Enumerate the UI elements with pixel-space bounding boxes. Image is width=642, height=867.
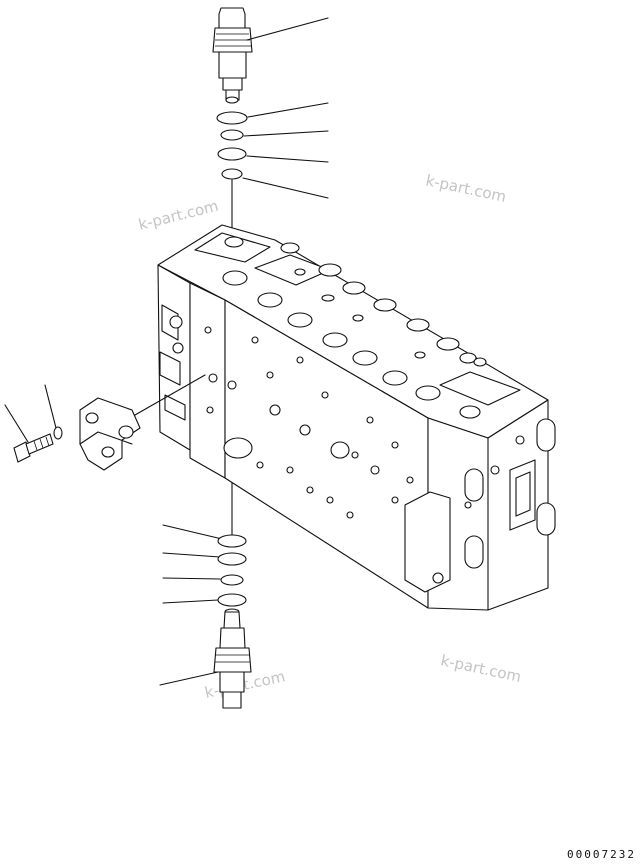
lower-o-ring-2 [217,552,247,566]
lower-backup-ring [220,574,244,586]
upper-o-ring-3 [221,168,243,180]
upper-seal-rings [216,111,248,180]
leader-lines [4,17,329,686]
control-valve-block [157,224,556,611]
watermark-1: k-part.com [137,197,221,234]
end-cap-plugs [464,418,556,569]
watermark-2: k-part.com [424,171,508,206]
flange [79,397,141,471]
top-face-ports [222,236,487,419]
upper-backup-ring [220,129,244,141]
lower-o-ring-1 [217,534,247,548]
upper-o-ring-2 [217,147,247,161]
lower-valve-cartridge [213,608,252,709]
lower-o-ring-3 [217,593,247,607]
upper-o-ring-1 [216,111,248,125]
drawing-number: 00007232 [567,848,636,861]
flange-axis-line [134,374,206,416]
watermark-3: k-part.com [439,651,523,686]
upper-valve-cartridge [212,7,253,104]
flange-bolt [13,433,54,463]
flange-washer [53,426,63,440]
lower-seal-rings [217,534,247,607]
